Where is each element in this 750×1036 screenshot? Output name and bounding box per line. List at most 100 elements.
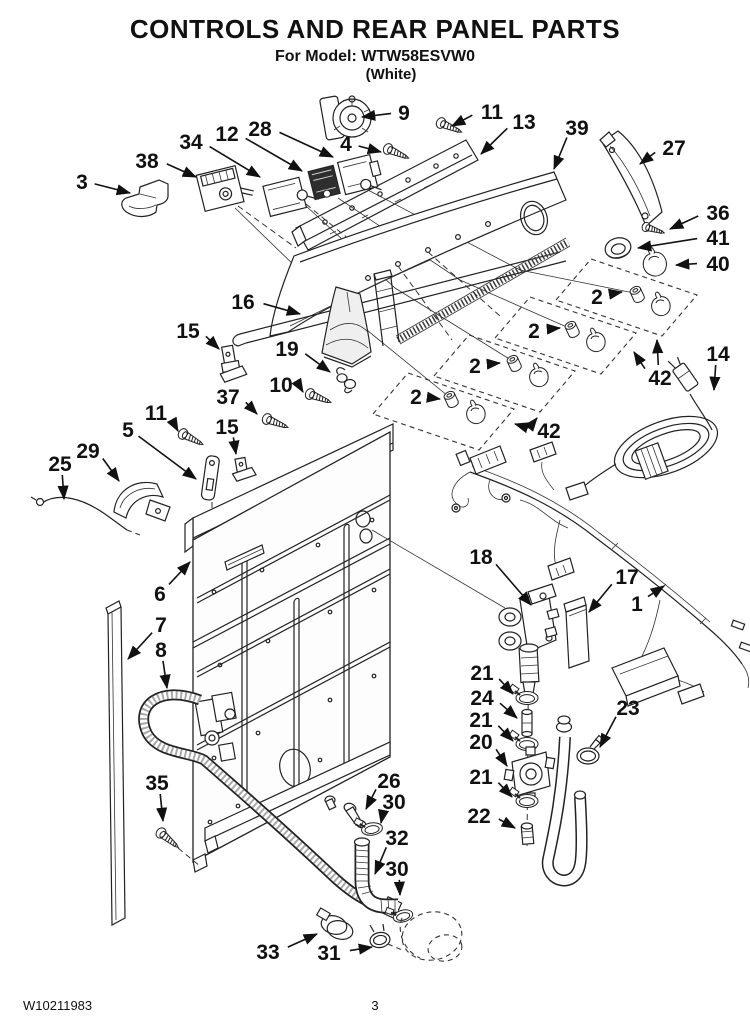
callout-18: 18 [469, 546, 532, 606]
callout-20: 20 [469, 731, 507, 767]
ghost-drain-outlet [388, 907, 466, 965]
svg-text:37: 37 [216, 386, 239, 409]
screw-4 [381, 141, 412, 164]
part-bracket-clip [122, 180, 168, 216]
svg-text:42: 42 [537, 420, 560, 443]
callout-36: 36 [668, 202, 730, 229]
callout-24: 24 [470, 687, 518, 719]
svg-text:36: 36 [706, 202, 729, 225]
callout-4: 4 [340, 133, 383, 156]
part-clip-5 [201, 455, 220, 500]
part-console-rail [292, 140, 478, 250]
svg-text:25: 25 [48, 453, 72, 476]
callout-2: 2 [469, 355, 502, 378]
document-number: W10211983 [23, 998, 93, 1013]
svg-text:21: 21 [470, 662, 494, 685]
screw-10 [303, 386, 334, 409]
callout-2: 2 [528, 320, 562, 343]
svg-text:19: 19 [275, 338, 298, 361]
part-end-support [322, 287, 371, 367]
svg-text:21: 21 [469, 766, 493, 789]
part-clamp-23 [577, 736, 604, 764]
part-selector-switch [338, 153, 385, 198]
callout-8: 8 [155, 639, 171, 690]
svg-text:4: 4 [340, 133, 352, 156]
svg-text:14: 14 [706, 343, 730, 366]
svg-text:7: 7 [155, 614, 167, 637]
callout-9: 9 [360, 102, 410, 125]
callout-39: 39 [554, 117, 589, 171]
svg-text:33: 33 [256, 941, 279, 964]
callout-23: 23 [600, 697, 640, 748]
svg-text:13: 13 [512, 111, 535, 134]
callout-13: 13 [480, 111, 536, 155]
svg-text:17: 17 [615, 566, 638, 589]
part-drain-elbow [355, 838, 399, 913]
callout-30: 30 [378, 791, 406, 825]
callout-38: 38 [135, 150, 198, 177]
part-hose-end-22 [521, 823, 534, 844]
callout-21: 21 [469, 709, 514, 742]
svg-text:20: 20 [469, 731, 492, 754]
callout-28: 28 [248, 118, 335, 157]
callout-40: 40 [674, 253, 730, 276]
callout-15: 15 [215, 416, 240, 456]
part-cycle-switch [263, 174, 320, 216]
svg-text:23: 23 [616, 697, 639, 720]
callout-26: 26 [366, 770, 401, 810]
callout-16: 16 [231, 291, 302, 316]
part-knob-skirt [603, 235, 633, 261]
callout-12: 12 [215, 123, 303, 171]
screw-36 [640, 220, 667, 238]
svg-text:39: 39 [565, 117, 588, 140]
callout-10: 10 [269, 374, 303, 397]
callout-2: 2 [410, 386, 442, 409]
part-clamp-33 [317, 908, 355, 942]
svg-text:21: 21 [469, 709, 493, 732]
part-knob-group-2 [563, 319, 606, 353]
svg-text:5: 5 [122, 419, 134, 442]
svg-text:28: 28 [248, 118, 272, 141]
svg-text:9: 9 [398, 102, 410, 125]
part-knob-group-1 [628, 284, 671, 317]
svg-text:2: 2 [591, 286, 603, 309]
svg-text:31: 31 [317, 942, 341, 965]
svg-text:29: 29 [76, 440, 99, 463]
callout-1: 1 [631, 586, 665, 616]
part-clip-19 [337, 368, 356, 393]
part-wire-harness [452, 442, 750, 706]
part-drain-valve-20 [504, 747, 555, 801]
callout-3: 3 [76, 171, 132, 196]
part-support-ladder [374, 270, 399, 346]
callout-31: 31 [317, 942, 374, 965]
svg-text:2: 2 [528, 320, 540, 343]
part-shield-17 [564, 597, 589, 668]
part-ground-wire [31, 497, 140, 535]
model-line: For Model: WTW58ESVW0 [275, 48, 475, 65]
title-block: CONTROLS AND REAR PANEL PARTS For Model:… [0, 14, 750, 83]
part-timer-motor [319, 96, 371, 140]
part-clip-15a [216, 344, 248, 383]
part-clamp-31 [369, 924, 391, 949]
part-knob-group-3 [505, 353, 549, 388]
svg-text:2: 2 [410, 386, 422, 409]
callout-33: 33 [256, 934, 319, 964]
callout-7: 7 [127, 614, 167, 660]
callout-22: 22 [467, 805, 516, 828]
callout-11: 11 [145, 402, 178, 432]
part-console-lower-trim [233, 252, 566, 346]
svg-text:26: 26 [377, 770, 400, 793]
svg-text:34: 34 [179, 131, 203, 154]
svg-text:42: 42 [648, 367, 671, 390]
svg-text:40: 40 [706, 253, 729, 276]
svg-text:15: 15 [176, 320, 200, 343]
color-line: (White) [365, 66, 417, 83]
svg-text:35: 35 [145, 772, 169, 795]
part-end-cap [600, 131, 662, 226]
callout-17: 17 [588, 566, 639, 613]
callout-14: 14 [706, 343, 730, 392]
dashed-boxes-42 [373, 252, 697, 450]
callout-35: 35 [145, 772, 169, 823]
svg-text:3: 3 [76, 171, 88, 194]
